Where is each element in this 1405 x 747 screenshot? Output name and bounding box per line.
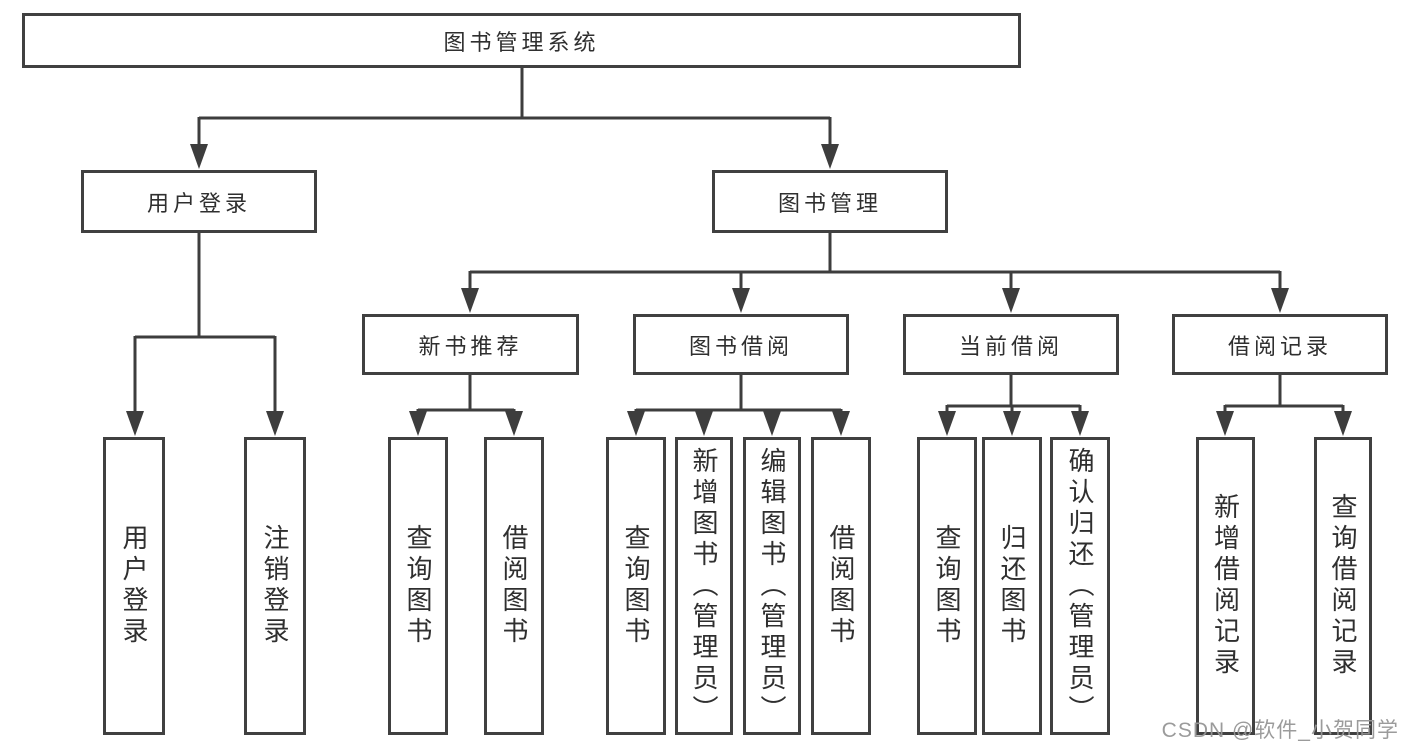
node-new-book-recommend-label: 新书推荐 — [418, 333, 523, 359]
node-current-borrowing-label: 当前借阅 — [958, 333, 1063, 359]
node-borrowing-records-label: 借阅记录 — [1227, 333, 1332, 359]
node-user-login-label: 用户登录 — [146, 190, 251, 216]
leaf-query-book-recommend: 查询图书 — [388, 437, 448, 735]
leaf-logout-label: 注销登录 — [260, 524, 290, 648]
leaf-query-book-current: 查询图书 — [917, 437, 977, 735]
node-root: 图书管理系统 — [22, 13, 1021, 68]
node-new-book-recommend: 新书推荐 — [362, 314, 579, 375]
leaf-user-login-label: 用户登录 — [119, 524, 149, 648]
node-root-label: 图书管理系统 — [443, 29, 600, 55]
leaf-edit-book-admin-label: 编辑图书（管理员） — [757, 446, 787, 726]
leaf-query-book-borrowing-label: 查询图书 — [621, 524, 651, 648]
leaf-query-book-borrowing: 查询图书 — [606, 437, 666, 735]
leaf-add-borrow-record: 新增借阅记录 — [1196, 437, 1255, 735]
leaf-query-book-current-label: 查询图书 — [932, 524, 962, 648]
leaf-logout: 注销登录 — [244, 437, 306, 735]
leaf-edit-book-admin: 编辑图书（管理员） — [743, 437, 801, 735]
leaf-query-borrow-record-label: 查询借阅记录 — [1328, 493, 1358, 679]
node-book-borrowing-label: 图书借阅 — [688, 333, 793, 359]
node-user-login: 用户登录 — [81, 170, 317, 233]
leaf-query-borrow-record: 查询借阅记录 — [1314, 437, 1372, 735]
leaf-return-book-label: 归还图书 — [997, 524, 1027, 648]
node-book-management-label: 图书管理 — [777, 190, 882, 216]
leaf-borrow-book-borrowing-label: 借阅图书 — [826, 524, 856, 648]
leaf-borrow-book-recommend: 借阅图书 — [484, 437, 544, 735]
leaf-add-book-admin-label: 新增图书（管理员） — [689, 446, 719, 726]
leaf-confirm-return-admin-label: 确认归还（管理员） — [1065, 446, 1095, 726]
leaf-return-book: 归还图书 — [982, 437, 1042, 735]
node-book-borrowing: 图书借阅 — [633, 314, 849, 375]
leaf-borrow-book-borrowing: 借阅图书 — [811, 437, 871, 735]
leaf-confirm-return-admin: 确认归还（管理员） — [1050, 437, 1110, 735]
leaf-user-login: 用户登录 — [103, 437, 165, 735]
leaf-query-book-recommend-label: 查询图书 — [403, 524, 433, 648]
node-book-management: 图书管理 — [712, 170, 948, 233]
leaf-add-book-admin: 新增图书（管理员） — [675, 437, 733, 735]
leaf-add-borrow-record-label: 新增借阅记录 — [1210, 493, 1241, 679]
node-borrowing-records: 借阅记录 — [1172, 314, 1388, 375]
csdn-watermark: CSDN @软件_小贺同学 — [1161, 719, 1399, 742]
leaf-borrow-book-recommend-label: 借阅图书 — [499, 524, 529, 648]
node-current-borrowing: 当前借阅 — [903, 314, 1119, 375]
